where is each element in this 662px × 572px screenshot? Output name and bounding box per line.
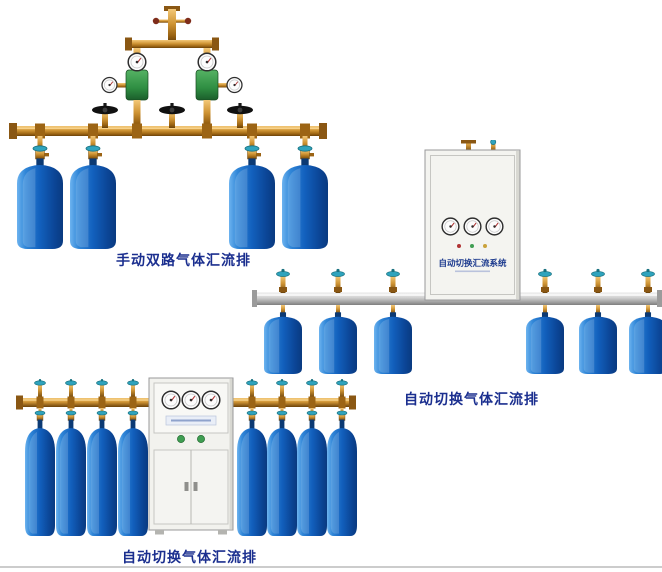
cylinder-bank-left <box>264 269 412 374</box>
product-manual-dual-manifold <box>6 6 336 256</box>
control-cabinet: 自动切换汇流系统 <box>424 140 521 301</box>
indicator-light <box>470 244 474 248</box>
cabinet-gauge-icon <box>463 217 482 236</box>
inlet-valve-knob <box>152 17 160 25</box>
caption-manual-dual-manifold: 手动双路气体汇流排 <box>116 253 251 269</box>
pressure-gauge-icon <box>101 76 118 94</box>
cabinet-gauge-icon <box>485 217 504 236</box>
door-handle <box>184 482 189 491</box>
cylinder-bank-right <box>526 269 662 374</box>
control-cabinet <box>148 377 234 535</box>
page-bottom-divider <box>0 566 662 568</box>
pressure-gauge-icon <box>226 76 243 94</box>
gas-cylinder <box>17 136 63 249</box>
door-handle <box>193 482 198 491</box>
gas-cylinder <box>374 269 412 374</box>
shutoff-valve-handwheel <box>159 103 185 128</box>
gas-cylinder <box>629 269 662 374</box>
control-knob <box>197 435 205 443</box>
auto-switch-floor-illustration <box>16 377 359 544</box>
indicator-light <box>457 244 461 248</box>
manifold-header-pipe <box>9 123 327 139</box>
cabinet-gauge-icon <box>161 390 181 410</box>
product-auto-switch-manifold-floor <box>14 372 359 544</box>
pressure-gauge-icon <box>197 52 217 72</box>
caption-auto-switch-floor: 自动切换气体汇流排 <box>122 550 257 566</box>
auto-switch-wall-illustration: 自动切换汇流系统 <box>252 140 662 386</box>
control-knob <box>177 435 185 443</box>
gas-cylinder <box>264 269 302 374</box>
cabinet-gauge-icon <box>181 390 201 410</box>
pressure-gauge-icon <box>127 52 147 72</box>
gas-cylinder <box>70 136 116 249</box>
cabinet-gauge-icon <box>441 217 460 236</box>
indicator-light <box>483 244 487 248</box>
manual-dual-manifold-illustration <box>9 6 336 256</box>
pressure-regulator-right <box>195 52 243 128</box>
gas-cylinder <box>319 269 357 374</box>
cabinet-label: 自动切换汇流系统 <box>438 258 507 269</box>
gas-cylinder <box>526 269 564 374</box>
cabinet-gauge-icon <box>201 390 221 410</box>
caption-auto-switch-wall: 自动切换气体汇流排 <box>404 392 539 408</box>
gas-cylinder <box>579 269 617 374</box>
pressure-regulator-left <box>101 52 149 128</box>
product-auto-switch-manifold-wall: 自动切换汇流系统 <box>252 140 662 386</box>
cabinet-inlet-valve <box>490 140 497 145</box>
inlet-valve-knob <box>184 17 192 25</box>
